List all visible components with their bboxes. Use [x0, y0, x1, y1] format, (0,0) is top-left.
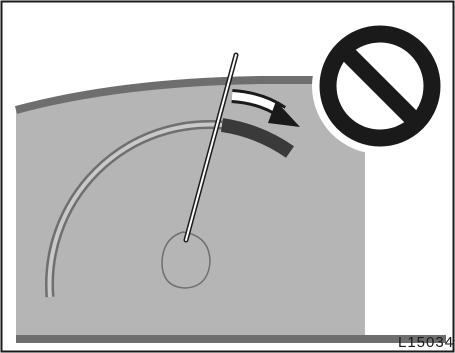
prohibition-icon — [328, 34, 432, 138]
figure-code-label: L15034 — [398, 334, 454, 351]
panel-bottom-edge — [16, 335, 446, 343]
